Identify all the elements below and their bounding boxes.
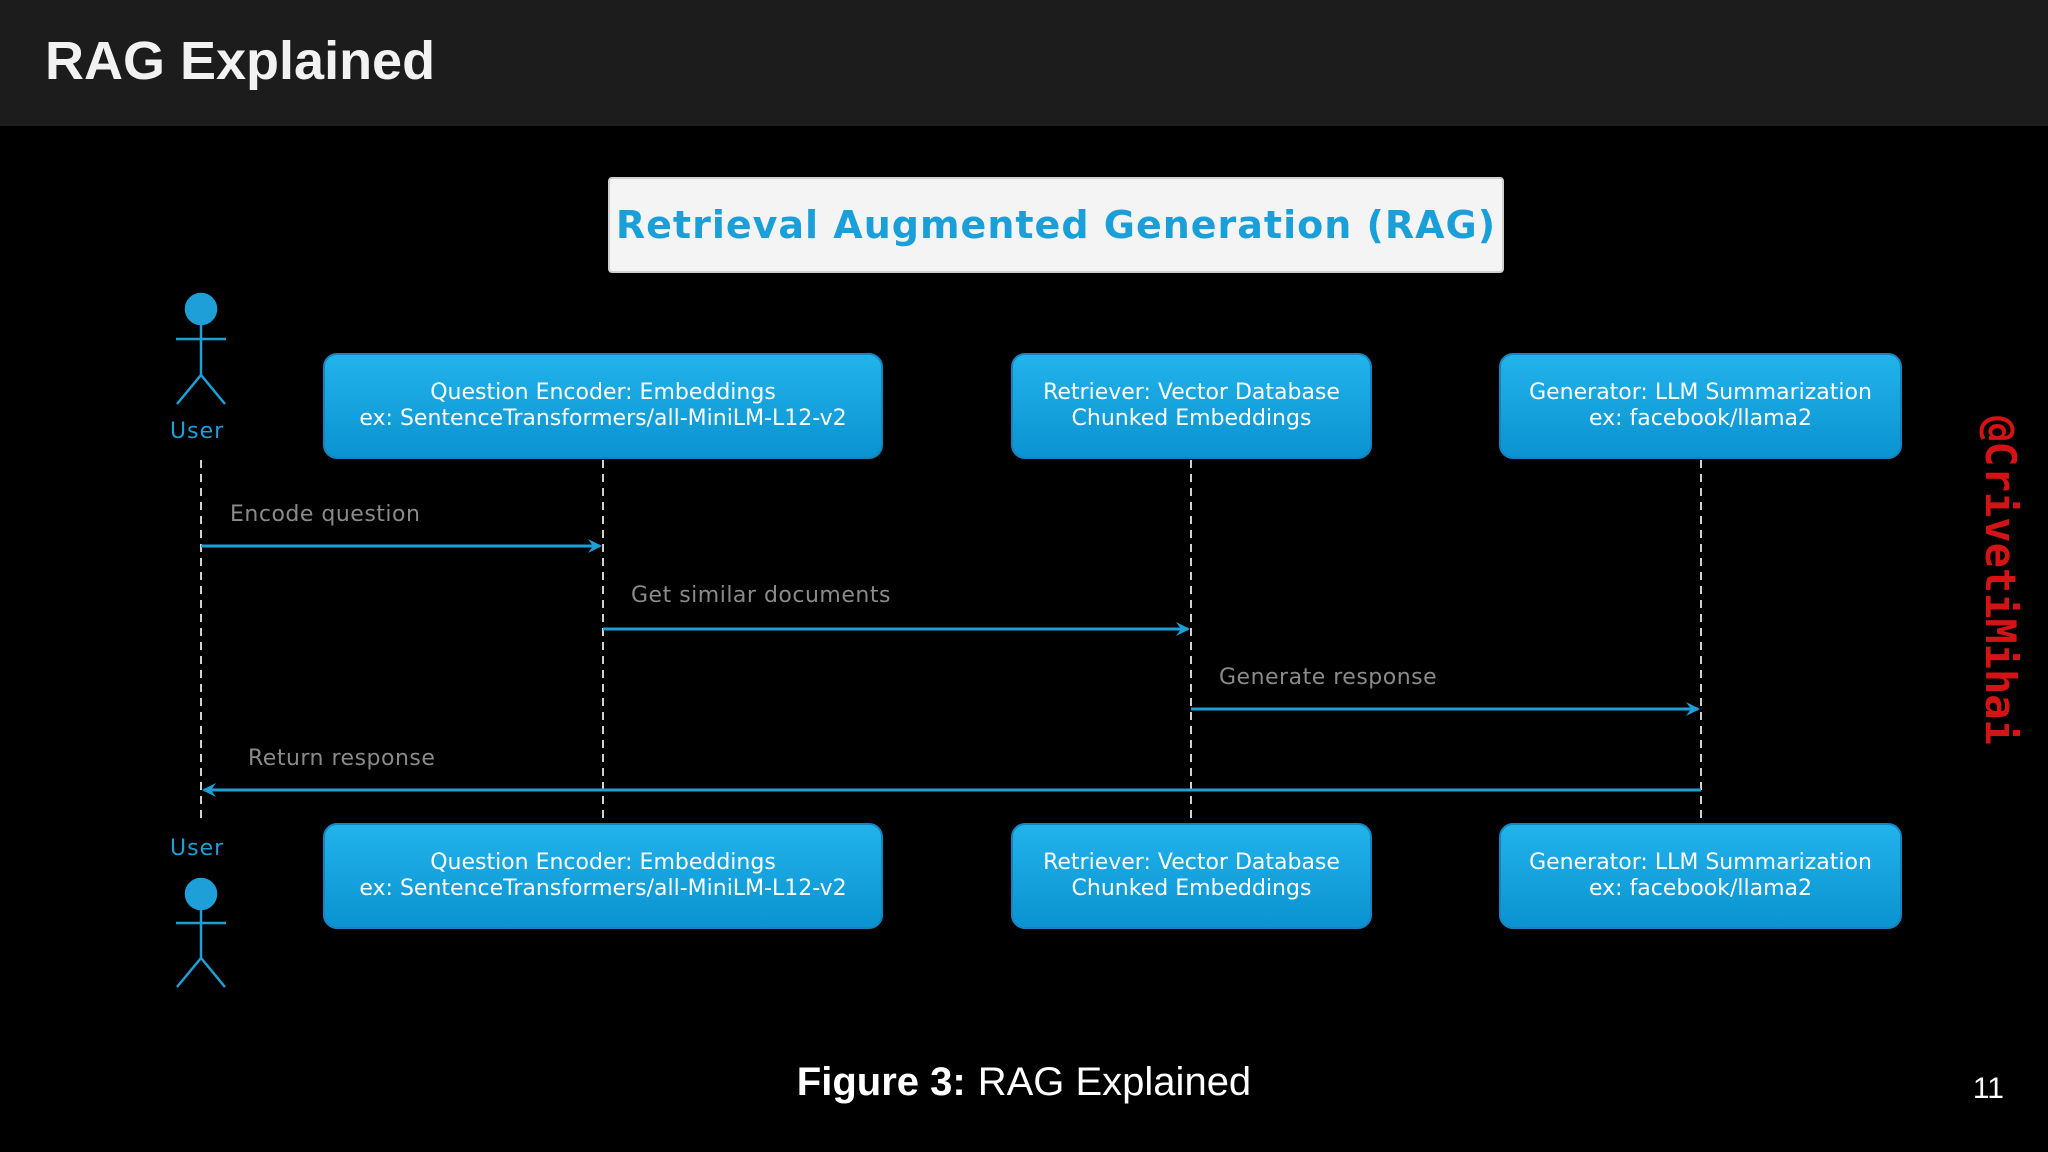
actor-label-bottom: User xyxy=(170,836,225,861)
participant-encoder-subtitle: ex: SentenceTransformers/all-MiniLM-L12-… xyxy=(359,406,847,431)
actor-label-top: User xyxy=(170,419,225,444)
author-watermark-text: @CrivetiMihai xyxy=(1975,415,2025,745)
user-actor-top-icon xyxy=(176,292,226,405)
page-number: 11 xyxy=(1972,1072,2004,1105)
participant-generator-top: Generator: LLM Summarization ex: faceboo… xyxy=(1499,353,1902,459)
participant-encoder-title: Question Encoder: Embeddings xyxy=(430,380,776,405)
participant-encoder-title: Question Encoder: Embeddings xyxy=(430,850,776,875)
participant-generator-subtitle: ex: facebook/llama2 xyxy=(1588,876,1813,901)
participant-generator-title: Generator: LLM Summarization xyxy=(1529,850,1872,875)
figure-caption: Figure 3:RAG Explained xyxy=(0,1060,2048,1105)
message-label-encode-question: Encode question xyxy=(230,502,421,527)
participant-generator-title: Generator: LLM Summarization xyxy=(1529,380,1872,405)
participant-encoder-bottom: Question Encoder: Embeddings ex: Sentenc… xyxy=(323,823,883,929)
participant-generator-subtitle: ex: facebook/llama2 xyxy=(1588,406,1813,431)
figure-caption-prefix: Figure 3: xyxy=(796,1060,966,1104)
author-watermark: @CrivetiMihai xyxy=(1960,400,2040,760)
participant-encoder-top: Question Encoder: Embeddings ex: Sentenc… xyxy=(323,353,883,459)
message-label-get-similar-documents: Get similar documents xyxy=(631,583,891,608)
participant-generator-bottom: Generator: LLM Summarization ex: faceboo… xyxy=(1499,823,1902,929)
user-actor-bottom-icon xyxy=(176,877,226,988)
participant-retriever-subtitle: Chunked Embeddings xyxy=(1071,876,1312,901)
participant-retriever-top: Retriever: Vector Database Chunked Embed… xyxy=(1011,353,1372,459)
participant-encoder-subtitle: ex: SentenceTransformers/all-MiniLM-L12-… xyxy=(359,876,847,901)
participant-retriever-subtitle: Chunked Embeddings xyxy=(1071,406,1312,431)
message-label-generate-response: Generate response xyxy=(1219,665,1438,690)
message-label-return-response: Return response xyxy=(248,746,436,771)
participant-retriever-bottom: Retriever: Vector Database Chunked Embed… xyxy=(1011,823,1372,929)
participant-retriever-title: Retriever: Vector Database xyxy=(1043,850,1340,875)
participant-retriever-title: Retriever: Vector Database xyxy=(1043,380,1340,405)
figure-caption-text: RAG Explained xyxy=(977,1060,1252,1104)
figure-area xyxy=(165,126,2048,1152)
diagram-title: Retrieval Augmented Generation (RAG) xyxy=(608,177,1504,273)
slide-title: RAG Explained xyxy=(45,31,436,91)
slide-header: RAG Explained xyxy=(0,0,2048,126)
